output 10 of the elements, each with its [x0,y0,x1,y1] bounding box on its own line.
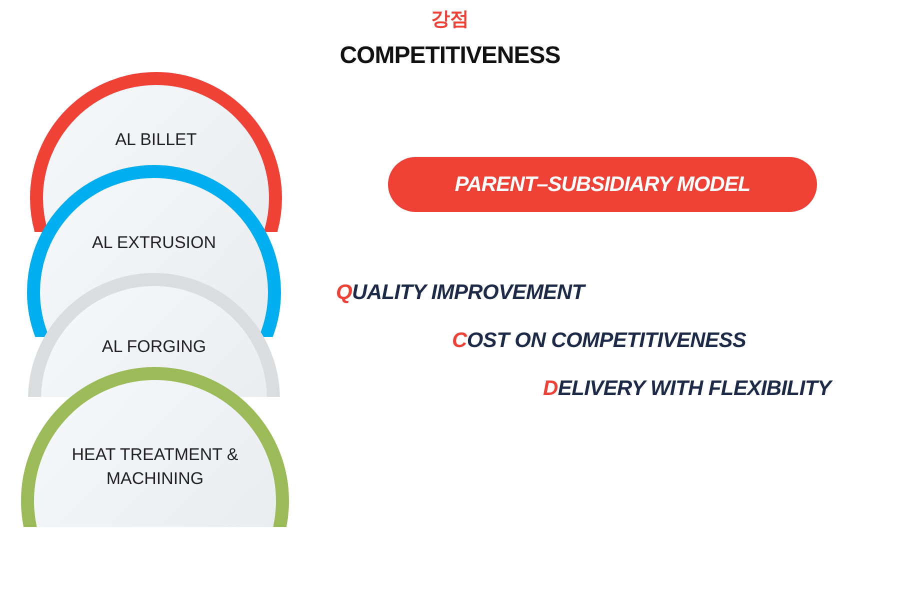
strength-item: COST ON COMPETITIVENESS [452,329,746,353]
model-pill: PARENT–SUBSIDIARY MODEL [388,157,817,212]
title: COMPETITIVENESS [338,42,562,70]
circle-label: AL BILLET [114,129,198,151]
kicker-heading: 강점 [430,8,470,32]
strength-item: QUALITY IMPROVEMENT [336,281,584,305]
circle-label: HEAT TREATMENT & MACHINING [70,444,240,490]
strength-item: DELIVERY WITH FLEXIBILITY [543,377,832,401]
circle-label: AL EXTRUSION [90,232,218,254]
circle-label: AL FORGING [100,336,208,358]
